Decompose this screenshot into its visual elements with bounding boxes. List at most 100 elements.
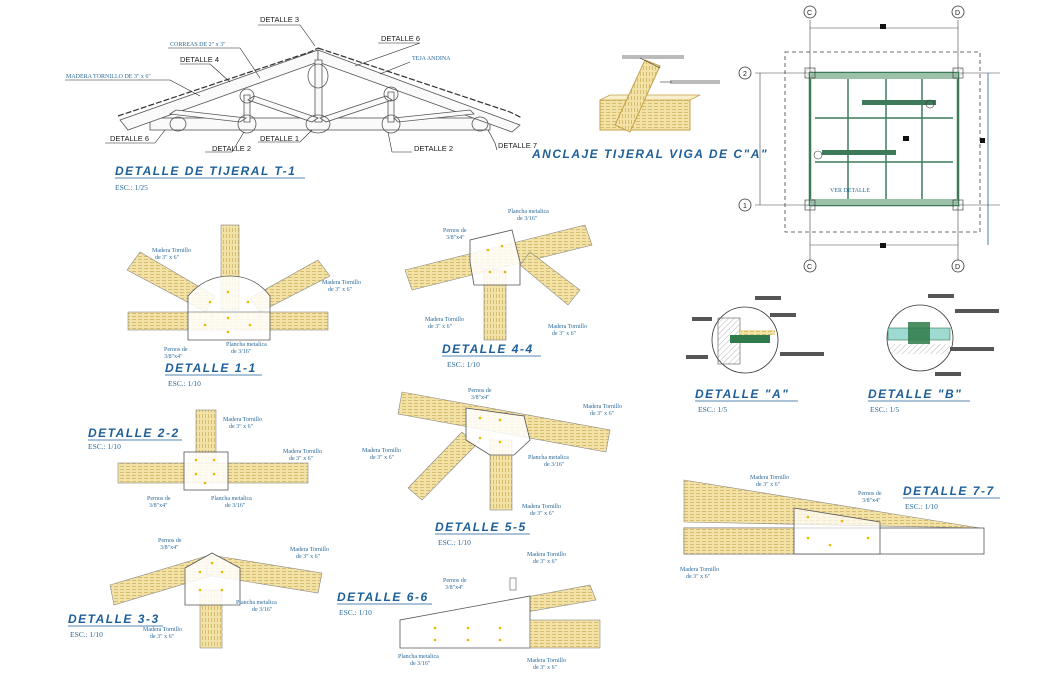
label-detalle3: DETALLE 3: [260, 15, 299, 24]
d55-madera-1: Madera Tornillo: [583, 404, 622, 410]
d66-madera2-2: de 3" x 6": [533, 665, 558, 671]
d44-plancha-1: Plancha metalica: [508, 209, 549, 215]
db-title: DETALLE "B": [868, 387, 962, 401]
d66-scale: ESC.: 1/10: [339, 608, 372, 617]
d77-pernos-1: Pernos de: [858, 491, 882, 497]
d11-pernos-2: 3/8"x4": [164, 354, 183, 360]
d11-madera-1: Madera Tornillo: [152, 248, 191, 254]
grid-c-bottom: C: [807, 264, 812, 271]
d33-pernos-1: Pernos de: [158, 538, 182, 544]
d33-title: DETALLE 3-3: [68, 612, 160, 626]
ver-detalle-label: VER DETALLE: [830, 188, 870, 194]
detalle-6-6: Madera Tornillo de 3" x 6" Pernos de 3/8…: [337, 552, 601, 671]
d22-madera-2: de 3" x 6": [229, 424, 254, 430]
d11-plancha-1: Plancha metalica: [226, 342, 267, 348]
d66-plancha-1: Plancha metalica: [398, 654, 439, 660]
d55-madera2-2: de 3" x 6": [370, 455, 395, 461]
d33-pernos-2: 3/8"x4": [160, 545, 179, 551]
label-detalle7: DETALLE 7: [498, 141, 537, 150]
d22-scale: ESC.: 1/10: [88, 442, 121, 451]
d77-madera2-1: Madera Tornillo: [680, 567, 719, 573]
d55-pernos-1: Pernos de: [468, 388, 492, 394]
label-detalle2-left: DETALLE 2: [212, 144, 251, 153]
d11-madera2-1: Madera Tornillo: [322, 280, 361, 286]
d55-madera3-2: de 3" x 6": [530, 511, 555, 517]
d66-plancha-2: de 3/16": [410, 661, 431, 667]
d55-scale: ESC.: 1/10: [438, 538, 471, 547]
d55-madera3-1: Madera Tornillo: [522, 504, 561, 510]
label-madera-tornillo: MADERA TORNILLO DE 3" x 6": [66, 74, 151, 80]
detalle-b: DETALLE "B" ESC.: 1/5: [868, 294, 999, 414]
d22-madera-1: Madera Tornillo: [223, 417, 262, 423]
d22-pernos-2: 3/8"x4": [149, 503, 168, 509]
d11-scale: ESC.: 1/10: [168, 379, 201, 388]
da-title: DETALLE "A": [695, 387, 789, 401]
label-detalle4: DETALLE 4: [180, 55, 219, 64]
d22-pernos-1: Pernos de: [147, 496, 171, 502]
truss-scale: ESC.: 1/25: [115, 183, 148, 192]
d44-pernos-1: Pernos de: [443, 228, 467, 234]
d33-madera-1: Madera Tornillo: [290, 547, 329, 553]
d33-madera2-2: de 3" x 6": [150, 634, 175, 640]
d44-madera2-1: Madera Tornillo: [548, 324, 587, 330]
label-detalle1: DETALLE 1: [260, 134, 299, 143]
d66-title: DETALLE 6-6: [337, 590, 429, 604]
label-correas: CORREAS DE 2" x 3": [170, 42, 226, 48]
label-detalle6-left: DETALLE 6: [110, 134, 149, 143]
d33-plancha-1: Plancha metalica: [236, 600, 277, 606]
d77-madera2-2: de 3" x 6": [686, 574, 711, 580]
detalle-1-1: Madera Tornillo de 3" x 6" Madera Tornil…: [126, 224, 361, 388]
d44-title: DETALLE 4-4: [442, 342, 534, 356]
label-detalle6-top: DETALLE 6: [381, 34, 420, 43]
roof-tiles-right: [317, 47, 523, 119]
d11-plancha-2: de 3/16": [231, 349, 252, 355]
d55-pernos-2: 3/8"x4": [471, 395, 490, 401]
roof-tiles-left: [117, 47, 319, 117]
truss-webs: [168, 59, 475, 123]
d11-pernos-1: Pernos de: [164, 347, 188, 353]
grid-d-top: D: [955, 10, 960, 17]
d66-pernos-1: Pernos de: [443, 578, 467, 584]
d22-title: DETALLE 2-2: [88, 426, 180, 440]
db-scale: ESC.: 1/5: [870, 405, 899, 414]
d33-madera-2: de 3" x 6": [296, 554, 321, 560]
d33-scale: ESC.: 1/10: [70, 630, 103, 639]
d44-madera-1: Madera Tornillo: [425, 317, 464, 323]
d44-pernos-2: 3/8"x4": [446, 235, 465, 241]
d44-scale: ESC.: 1/10: [447, 360, 480, 369]
grid-2: 2: [743, 71, 747, 78]
d77-pernos-2: 3/8"x4": [862, 498, 881, 504]
anclaje-title: ANCLAJE TIJERAL VIGA DE C"A": [531, 147, 768, 161]
d22-madera2-2: de 3" x 6": [289, 456, 314, 462]
label-teja: TEJA ANDINA: [412, 56, 451, 62]
da-scale: ESC.: 1/5: [698, 405, 727, 414]
d11-madera2-2: de 3" x 6": [328, 287, 353, 293]
d55-madera2-1: Madera Tornillo: [362, 448, 401, 454]
detalle-a: DETALLE "A" ESC.: 1/5: [686, 296, 824, 414]
d77-madera-1: Madera Tornillo: [750, 475, 789, 481]
d55-title: DETALLE 5-5: [435, 520, 527, 534]
detalle-2-2: Madera Tornillo de 3" x 6" Madera Tornil…: [88, 409, 322, 509]
d44-plancha-2: de 3/16": [517, 216, 538, 222]
d55-madera-2: de 3" x 6": [590, 411, 615, 417]
d11-madera-2: de 3" x 6": [155, 255, 180, 261]
d66-pernos-2: 3/8"x4": [445, 585, 464, 591]
anclaje-detail: ANCLAJE TIJERAL VIGA DE C"A": [531, 55, 768, 161]
grid-1: 1: [743, 203, 747, 210]
detalle-7-7: Madera Tornillo de 3" x 6" Pernos de 3/8…: [680, 475, 1000, 580]
grid-d-bottom: D: [955, 264, 960, 271]
d55-plancha-2: de 3/16": [544, 462, 565, 468]
d66-madera-1: Madera Tornillo: [527, 552, 566, 558]
d22-plancha-1: Plancha metalica: [211, 496, 252, 502]
truss-elevation: DETALLE 3 CORREAS DE 2" x 3" DETALLE 6 D…: [65, 15, 537, 192]
d22-plancha-2: de 3/16": [225, 503, 246, 509]
d77-scale: ESC.: 1/10: [905, 502, 938, 511]
d55-plancha-1: Plancha metalica: [528, 455, 569, 461]
detalle-4-4: Plancha metalica de 3/16" Pernos de 3/8"…: [404, 209, 593, 369]
d77-title: DETALLE 7-7: [903, 484, 995, 498]
plan-view: VER DETALLE C D C D 2 1: [738, 5, 1000, 273]
d11-title: DETALLE 1-1: [165, 361, 257, 375]
d44-madera-2: de 3" x 6": [428, 324, 453, 330]
d33-plancha-2: de 3/16": [252, 607, 273, 613]
